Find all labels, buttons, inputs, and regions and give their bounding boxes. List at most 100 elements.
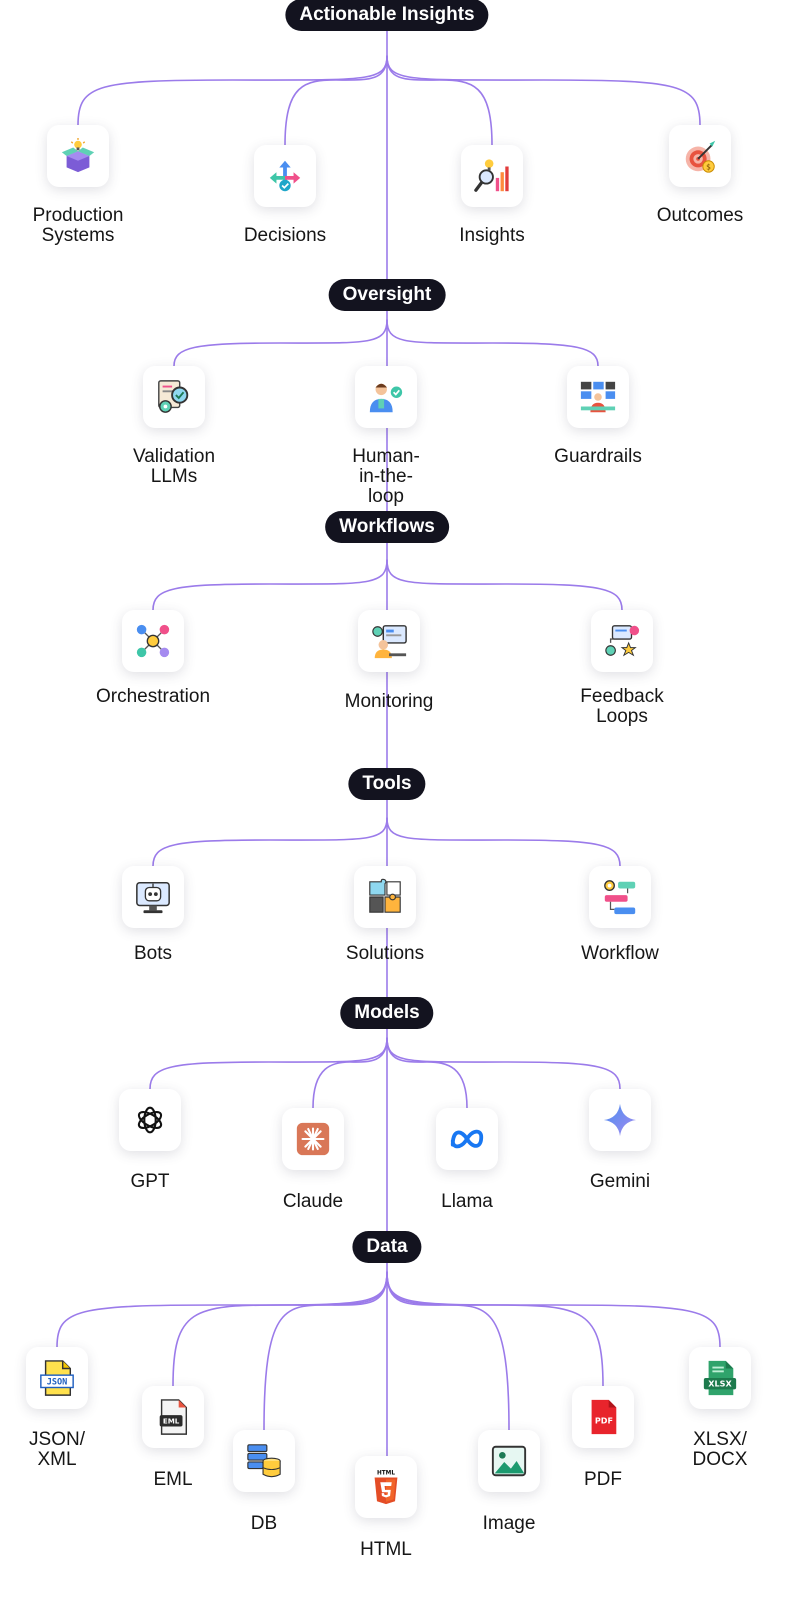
layer-title-data: Data [352,1231,422,1263]
tile-html: HTML [355,1456,417,1518]
eml-file-icon: EML [154,1398,192,1436]
tile-validation-llms [143,366,205,428]
monitoring-screen-icon [370,622,408,660]
connector-guardrails [386,319,599,367]
meta-logo-icon [448,1120,486,1158]
tile-gpt [119,1089,181,1151]
label-validation-llms: Validation LLMs [132,446,216,487]
label-insights: Insights [459,225,525,246]
svg-text:EML: EML [163,1417,180,1426]
label-image: Image [482,1513,536,1534]
label-solutions: Solutions [345,943,425,964]
connector-decisions [284,55,388,146]
label-db: DB [250,1513,278,1534]
label-claude: Claude [282,1191,344,1212]
connector-json-xml [56,1271,388,1348]
tile-monitoring [358,610,420,672]
tile-eml: EML [142,1386,204,1448]
tile-bots [122,866,184,928]
feedback-star-icon [603,622,641,660]
tile-solutions [354,866,416,928]
layer-title-workflows: Workflows [325,511,449,543]
validation-magnifier-icon [155,378,193,416]
human-check-icon [367,378,405,416]
connector-llama [386,1037,468,1109]
connector-validation-llms [173,319,388,367]
pdf-file-icon: PDF [584,1398,622,1436]
connector-workflow [386,817,621,867]
connector-eml [172,1271,388,1387]
label-xlsx-docx: XLSX/ DOCX [692,1429,748,1470]
label-production-systems: Production Systems [32,205,124,246]
tile-human-in-the-loop [355,366,417,428]
tile-outcomes: $ [669,125,731,187]
tile-workflow [589,866,651,928]
connector-gemini [386,1037,621,1090]
tile-db [233,1430,295,1492]
label-monitoring: Monitoring [344,691,434,712]
target-dart-icon: $ [681,137,719,175]
box-lightbulb-icon [59,137,97,175]
image-icon [490,1442,528,1480]
json-file-icon: JSON [38,1359,76,1397]
layer-title-oversight: Oversight [328,279,446,311]
layer-title-actionable: Actionable Insights [285,0,489,31]
openai-logo-icon [131,1101,169,1139]
label-html: HTML [360,1539,412,1560]
label-decisions: Decisions [243,225,327,246]
connector-db [263,1271,388,1431]
tile-production-systems [47,125,109,187]
connector-orchestration [152,559,388,611]
guardrails-dashboard-icon [579,378,617,416]
connector-pdf [386,1271,604,1387]
connector-feedback-loops [386,559,623,611]
layer-title-models: Models [340,997,434,1029]
insight-chart-icon [473,157,511,195]
label-gpt: GPT [130,1171,170,1192]
label-workflow: Workflow [581,943,659,964]
connector-bots [152,817,388,867]
tile-xlsx-docx: XLSX [689,1347,751,1409]
html5-icon: HTML [367,1468,405,1506]
label-bots: Bots [133,943,173,964]
tile-image [478,1430,540,1492]
connector-gpt [149,1037,388,1090]
tile-feedback-loops [591,610,653,672]
gemini-sparkle-icon [601,1101,639,1139]
workflow-gear-icon [601,878,639,916]
tile-gemini [589,1089,651,1151]
network-people-icon [134,622,172,660]
svg-text:HTML: HTML [377,1471,395,1477]
connector-outcomes [386,55,701,126]
label-pdf: PDF [584,1469,622,1490]
label-outcomes: Outcomes [656,205,744,226]
layer-title-tools: Tools [348,768,426,800]
label-guardrails: Guardrails [554,446,642,467]
label-eml: EML [153,1469,193,1490]
claude-logo-icon [294,1120,332,1158]
tile-guardrails [567,366,629,428]
puzzle-icon [366,878,404,916]
direction-arrows-icon [266,157,304,195]
xlsx-file-icon: XLSX [701,1359,739,1397]
tile-json-xml: JSON [26,1347,88,1409]
label-llama: Llama [441,1191,493,1212]
svg-text:$: $ [706,162,711,171]
connector-claude [312,1037,388,1109]
bot-monitor-icon [134,878,172,916]
tile-claude [282,1108,344,1170]
connector-image [386,1271,510,1431]
svg-text:JSON: JSON [47,1378,68,1388]
connector-production-systems [77,55,388,126]
tile-orchestration [122,610,184,672]
tile-pdf: PDF [572,1386,634,1448]
label-human-in-the-loop: Human-in-the-loop [352,446,420,507]
connector-insights [386,55,493,146]
svg-text:PDF: PDF [595,1417,613,1426]
tile-insights [461,145,523,207]
label-feedback-loops: Feedback Loops [580,686,664,727]
svg-text:XLSX: XLSX [708,1380,732,1389]
database-icon [245,1442,283,1480]
connector-xlsx-docx [386,1271,721,1348]
